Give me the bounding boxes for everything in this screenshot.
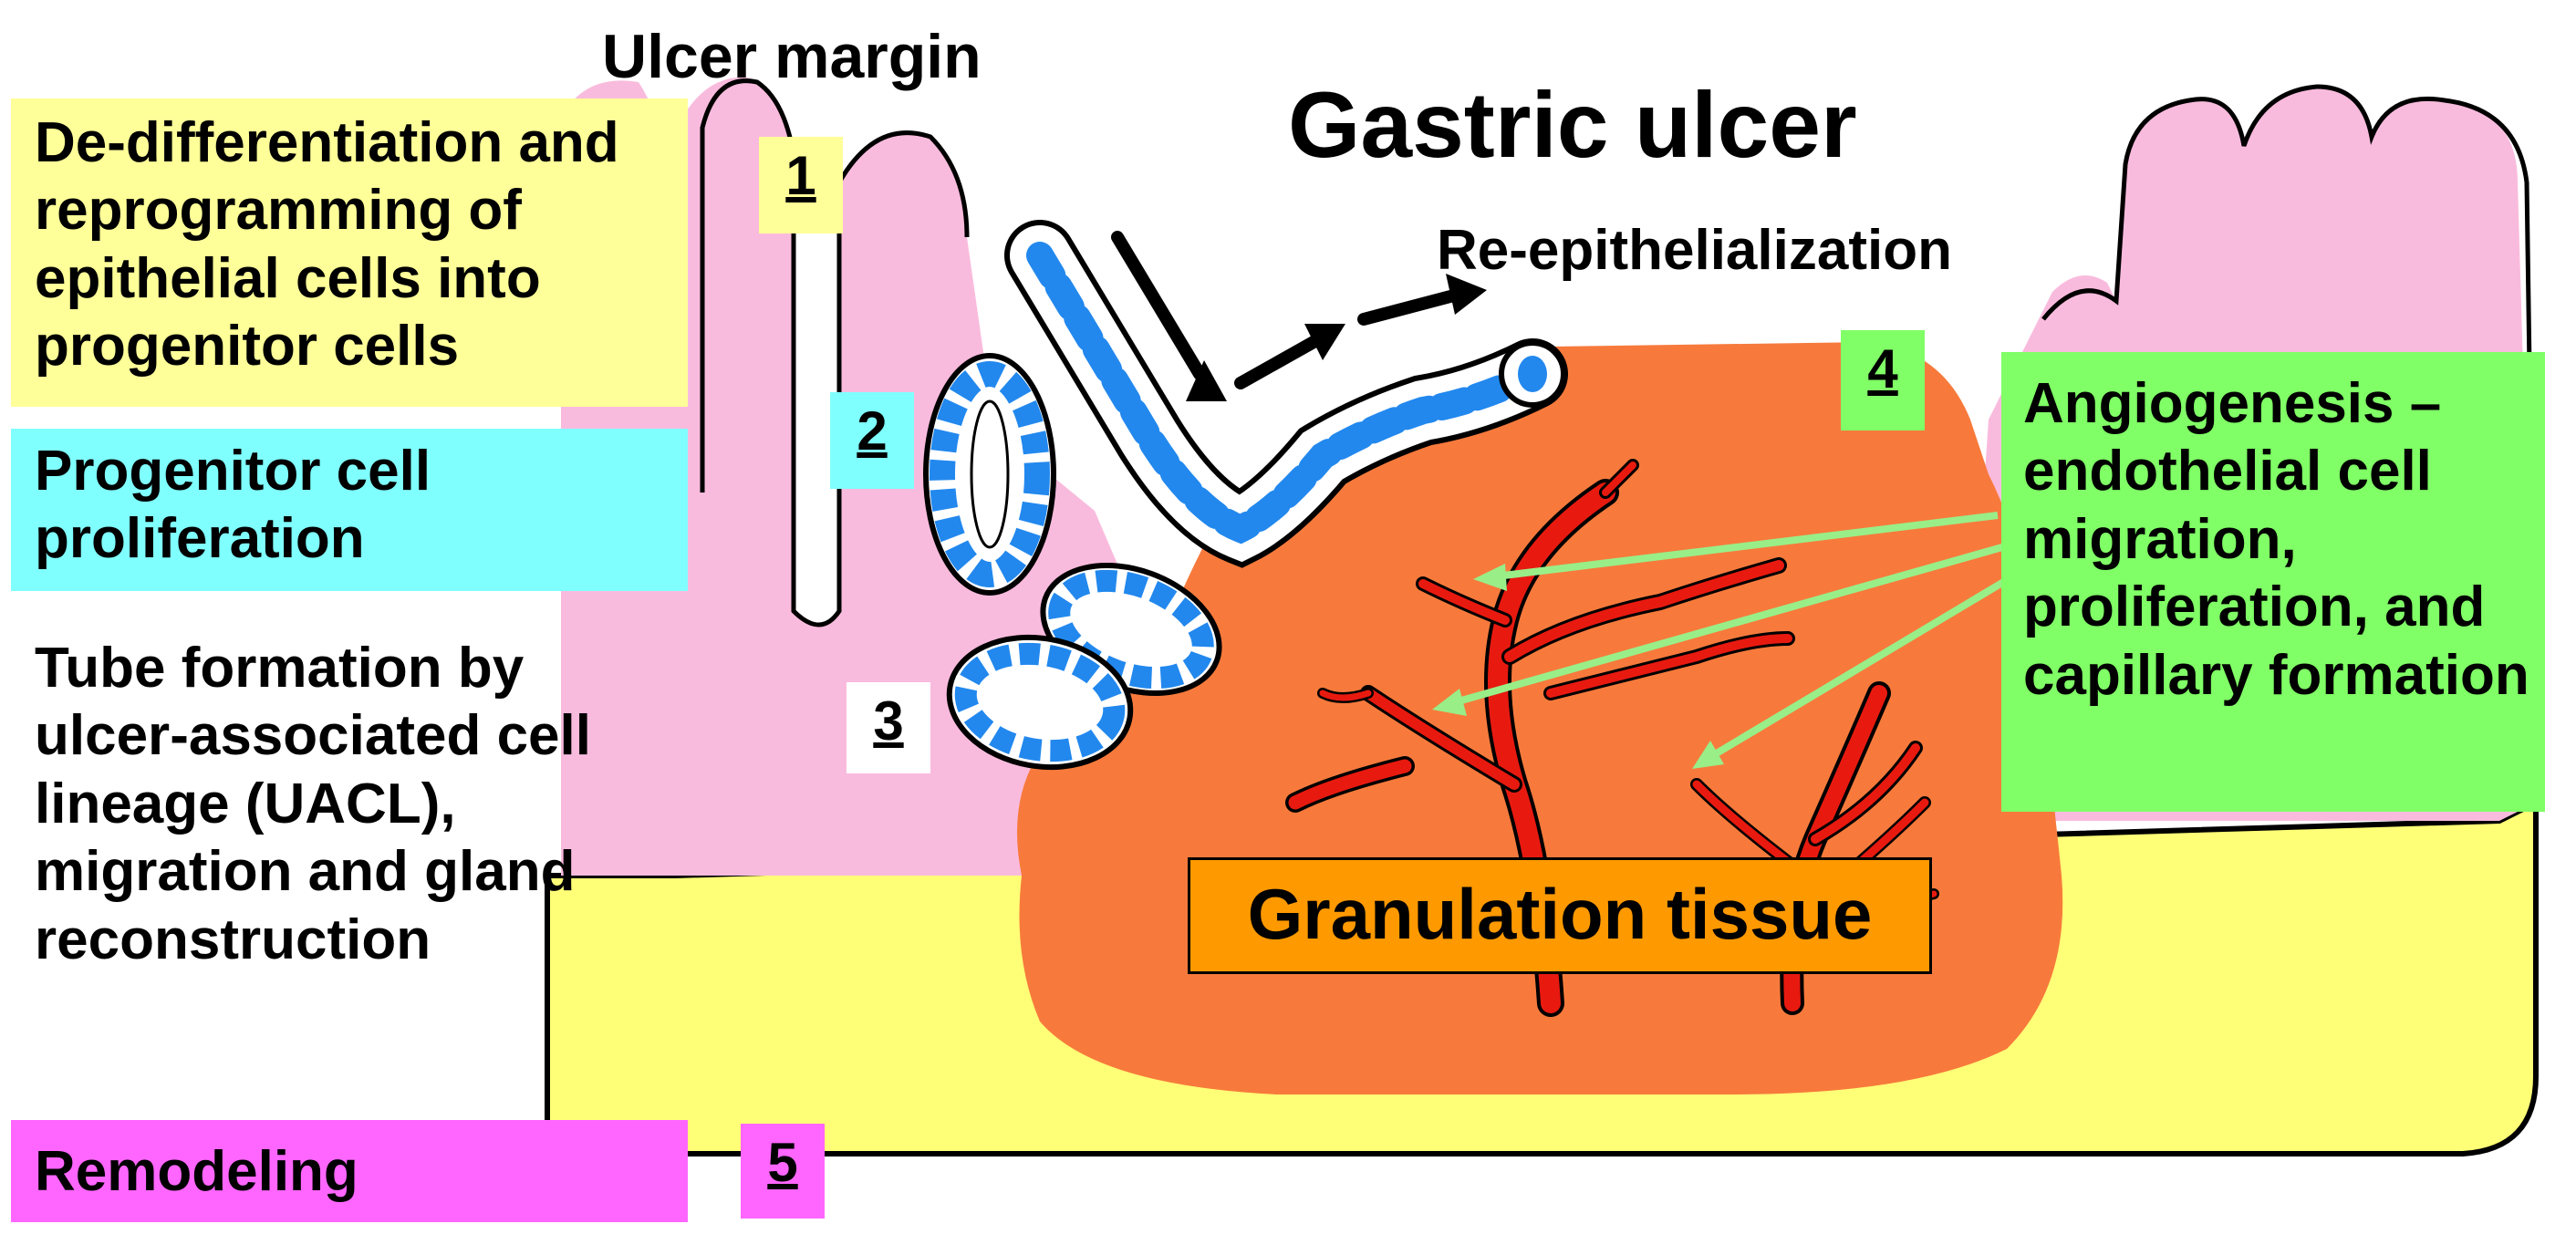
step-1-box xyxy=(11,99,688,407)
step-5-box xyxy=(11,1120,688,1222)
angiogenesis-arrows xyxy=(1432,512,2019,769)
step-1-number: 1 xyxy=(759,137,843,233)
step-2-text: Progenitor cell proliferation xyxy=(35,440,431,571)
step-2-box xyxy=(11,429,688,591)
left-fold-outline xyxy=(700,78,970,628)
step-2-number: 2 xyxy=(830,392,914,489)
uacl-glands xyxy=(946,562,1222,771)
step-5-number: 5 xyxy=(741,1124,825,1219)
step-4-number: 4 xyxy=(1841,330,1925,430)
progenitor-gland xyxy=(923,353,1056,596)
migration-arrows xyxy=(1111,231,1487,401)
granulation-label-box xyxy=(1188,857,1932,974)
epithelial-cells xyxy=(1004,220,1568,568)
ulcer-margin-label: Ulcer margin xyxy=(602,22,982,91)
step-3-number: 3 xyxy=(847,682,930,773)
diagram-title: Gastric ulcer xyxy=(1288,73,1857,177)
step-1-text: De-differentiation and reprogramming of … xyxy=(35,111,619,379)
granulation-tissue-label: Granulation tissue xyxy=(1247,874,1873,954)
re-epithelialization-label: Re-epithelialization xyxy=(1437,219,1952,282)
right-fold-outline xyxy=(2041,84,2539,804)
step-3-text: Tube formation by ulcer-associated cell … xyxy=(35,637,591,971)
step-4-text: Angiogenesis – endothelial cell migratio… xyxy=(2023,372,2529,707)
step-5-text: Remodeling xyxy=(35,1140,358,1203)
step-4-box xyxy=(2001,352,2545,812)
